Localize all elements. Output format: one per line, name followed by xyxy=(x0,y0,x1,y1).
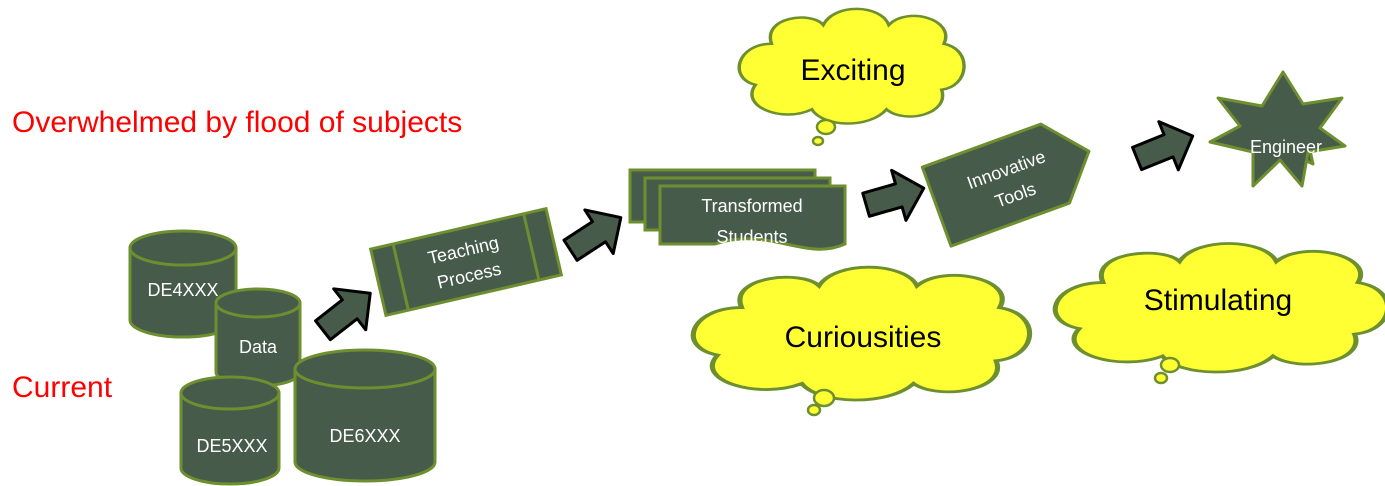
engineer-star: Engineer xyxy=(1208,70,1347,188)
engineer-label: Engineer xyxy=(1250,137,1322,157)
cylinder-de6xxx: DE6XXX xyxy=(293,348,437,483)
teaching-process-box: Teaching Process xyxy=(368,206,564,318)
cylinder-de6xxx-label: DE6XXX xyxy=(329,426,400,446)
cylinder-data-label: Data xyxy=(239,337,278,357)
cylinder-de4xxx-label: DE4XXX xyxy=(147,280,218,300)
arrow-transformed-to-tools xyxy=(861,168,926,222)
cylinder-data: Data xyxy=(214,287,302,388)
cloud-exciting-label: Exciting xyxy=(800,54,905,87)
current-label: Current xyxy=(12,371,113,404)
cylinder-de5xxx-label: DE5XXX xyxy=(196,436,267,456)
transformed-students-stack: Transformed Students xyxy=(628,168,847,251)
cloud-curiousities: Curiousities xyxy=(693,267,1029,417)
transformed-students-line2: Students xyxy=(716,227,787,247)
arrow-teaching-to-transformed xyxy=(562,208,623,262)
cylinder-de5xxx: DE5XXX xyxy=(179,375,281,486)
innovative-tools-pentagon: Innovative Tools xyxy=(920,122,1091,248)
cloud-exciting: Exciting xyxy=(737,7,966,147)
cylinder-de4xxx: DE4XXX xyxy=(128,229,238,339)
cloud-stimulating-label: Stimulating xyxy=(1144,284,1292,317)
transformed-students-line1: Transformed xyxy=(701,196,802,216)
arrow-tools-to-engineer xyxy=(1131,120,1195,172)
overwhelmed-label: Overwhelmed by flood of subjects xyxy=(12,106,463,139)
cloud-stimulating: Stimulating xyxy=(1055,243,1385,385)
arrow-data-to-teaching xyxy=(314,287,372,342)
cloud-curiousities-label: Curiousities xyxy=(785,321,942,354)
